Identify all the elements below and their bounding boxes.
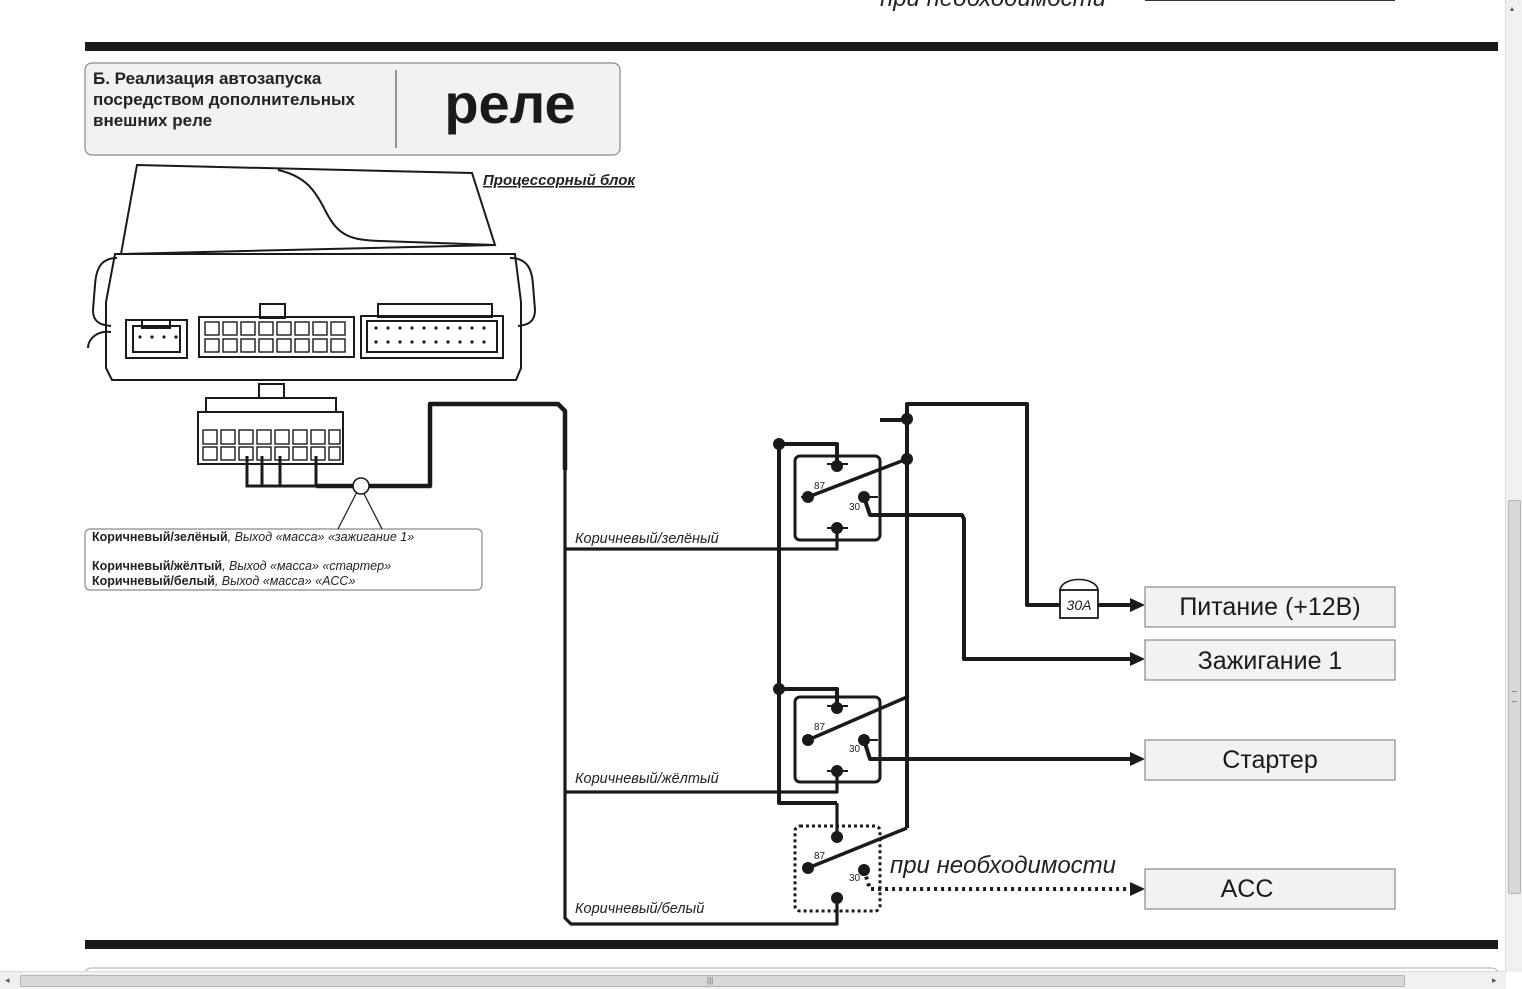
top-partial-text: при необходимости (880, 0, 1106, 12)
control-wires (563, 411, 839, 926)
output-starter-label: Стартер (1222, 746, 1317, 774)
legend-row1-color: Коричневый/зелёный (92, 530, 228, 544)
header-line-2: посредством дополнительных (93, 90, 355, 109)
ignition-wire (862, 496, 1132, 661)
output-acc: ACC (1144, 868, 1396, 910)
relay3-pin87: 87 (814, 851, 826, 862)
main-bundle (316, 401, 568, 489)
fuse-label: 30A (1067, 597, 1092, 613)
starter-wire (862, 739, 1132, 761)
relay-starter: 87 30 (793, 695, 908, 784)
legend-box: Коричневый/зелёный, Выход «масса» «зажиг… (84, 485, 483, 591)
legend-row3-desc: , Выход «масса» «ACC» (215, 574, 356, 588)
relay1-pin87: 87 (814, 481, 826, 492)
vertical-scroll-thumb[interactable] (1508, 500, 1521, 894)
vertical-grip-icon (1512, 691, 1517, 702)
wire-label-yellow: Коричневый/жёлтый (575, 771, 719, 787)
bundle-junction (352, 477, 370, 495)
output-acc-label: ACC (1221, 875, 1274, 903)
legend-row2-desc: , Выход «масса» «стартер» (222, 559, 391, 573)
horizontal-scroll-thumb[interactable]: ||| (20, 975, 1405, 987)
arrowheads (1130, 598, 1145, 896)
bus-node-3 (773, 683, 785, 695)
output-ignition: Зажигание 1 (1144, 639, 1396, 681)
output-power-label: Питание (+12В) (1179, 593, 1360, 621)
legend-row2-color: Коричневый/жёлтый (92, 559, 222, 573)
header-big-word: реле (444, 72, 575, 135)
fuse-30a: 30A (1059, 578, 1099, 619)
relay3-pin30: 30 (849, 873, 861, 884)
scroll-right-arrow-icon[interactable]: ▸ (1492, 975, 1497, 985)
horizontal-scrollbar[interactable]: ◂ ||| ▸ (0, 971, 1506, 989)
relay-ignition: 87 30 (793, 454, 908, 542)
wire-label-white: Коричневый/белый (575, 901, 704, 917)
bus-node-1 (901, 413, 913, 425)
wire-label-green: Коричневый/зелёный (575, 531, 719, 547)
output-starter: Стартер (1144, 739, 1396, 781)
vertical-scrollbar[interactable]: ▴ (1505, 0, 1522, 972)
legend-row3-color: Коричневый/белый (92, 574, 215, 588)
processor-unit (87, 163, 537, 381)
relay1-pin30: 30 (849, 502, 861, 513)
scroll-up-arrow-icon[interactable]: ▴ (1510, 4, 1515, 13)
optional-note: при необходимости (890, 852, 1116, 879)
header-line-3: внешних реле (93, 111, 212, 130)
output-power: Питание (+12В) (1144, 586, 1396, 628)
processor-pin-dots (138, 326, 486, 344)
processor-label: Процессорный блок (483, 172, 636, 189)
processor-connector-pins (204, 321, 346, 353)
svg-text:Коричневый/жёлтый, Выход «масс: Коричневый/жёлтый, Выход «масса» «старте… (92, 559, 391, 573)
top-rule (85, 42, 1498, 51)
bus-node-2 (773, 438, 785, 450)
legend-row1-desc: , Выход «масса» «зажигание 1» (228, 530, 415, 544)
power-bus (777, 402, 1060, 828)
horizontal-grip-icon: ||| (707, 976, 714, 985)
relay2-pin30: 30 (849, 744, 861, 755)
bottom-rule (85, 940, 1498, 949)
relay2-pin87: 87 (814, 722, 826, 733)
scroll-left-arrow-icon[interactable]: ◂ (5, 975, 10, 985)
svg-text:Коричневый/зелёный, Выход «мас: Коричневый/зелёный, Выход «масса» «зажиг… (92, 530, 414, 544)
relay-acc: 87 30 (793, 824, 908, 913)
harness-plug-cells (202, 429, 341, 461)
header-line-1: Б. Реализация автозапуска (93, 69, 322, 88)
svg-text:Коричневый/белый, Выход «масса: Коричневый/белый, Выход «масса» «ACC» (92, 574, 355, 588)
output-ignition-label: Зажигание 1 (1198, 647, 1343, 675)
header-box: Б. Реализация автозапуска посредством до… (84, 62, 621, 156)
